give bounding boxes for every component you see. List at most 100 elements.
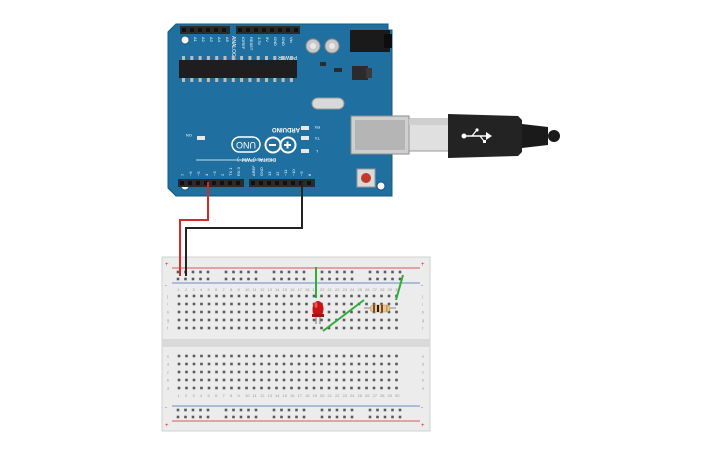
breadboard-hole[interactable] — [254, 408, 258, 412]
breadboard-hole[interactable] — [312, 354, 316, 358]
header-pin[interactable] — [206, 28, 210, 32]
breadboard-hole[interactable] — [380, 318, 383, 322]
breadboard-hole[interactable] — [312, 378, 316, 382]
breadboard-hole[interactable] — [245, 370, 248, 374]
breadboard-hole[interactable] — [320, 378, 323, 382]
breadboard-hole[interactable] — [245, 378, 248, 382]
breadboard-hole[interactable] — [357, 362, 361, 366]
breadboard-hole[interactable] — [191, 408, 195, 412]
breadboard-hole[interactable] — [185, 362, 188, 366]
breadboard-hole[interactable] — [387, 386, 391, 390]
breadboard-hole[interactable] — [200, 362, 203, 366]
breadboard-hole[interactable] — [224, 270, 228, 274]
breadboard-hole[interactable] — [177, 378, 181, 382]
breadboard-hole[interactable] — [282, 294, 286, 298]
breadboard-hole[interactable] — [342, 302, 346, 306]
breadboard-hole[interactable] — [207, 326, 211, 330]
breadboard-hole[interactable] — [177, 302, 181, 306]
breadboard-hole[interactable] — [245, 302, 248, 306]
header-pin[interactable] — [220, 181, 224, 185]
breadboard-hole[interactable] — [328, 415, 331, 419]
breadboard-hole[interactable] — [320, 294, 323, 298]
breadboard-hole[interactable] — [335, 370, 338, 374]
breadboard-hole[interactable] — [252, 362, 256, 366]
breadboard-hole[interactable] — [282, 354, 286, 358]
breadboard-hole[interactable] — [207, 294, 211, 298]
breadboard-hole[interactable] — [290, 310, 293, 314]
breadboard-hole[interactable] — [302, 277, 306, 281]
breadboard-hole[interactable] — [207, 370, 211, 374]
breadboard-hole[interactable] — [395, 362, 398, 366]
breadboard-hole[interactable] — [272, 277, 276, 281]
breadboard-hole[interactable] — [372, 294, 376, 298]
breadboard-hole[interactable] — [357, 326, 361, 330]
breadboard-hole[interactable] — [342, 294, 346, 298]
breadboard-hole[interactable] — [398, 277, 402, 281]
breadboard-hole[interactable] — [350, 354, 353, 358]
breadboard-hole[interactable] — [290, 378, 293, 382]
breadboard-hole[interactable] — [372, 354, 376, 358]
breadboard-hole[interactable] — [342, 326, 346, 330]
breadboard-hole[interactable] — [207, 386, 211, 390]
breadboard-hole[interactable] — [177, 310, 181, 314]
breadboard-hole[interactable] — [206, 277, 210, 281]
breadboard-hole[interactable] — [230, 302, 233, 306]
breadboard-hole[interactable] — [215, 354, 218, 358]
breadboard-hole[interactable] — [320, 270, 324, 274]
breadboard-hole[interactable] — [372, 318, 376, 322]
breadboard-hole[interactable] — [357, 386, 361, 390]
breadboard-hole[interactable] — [335, 326, 338, 330]
dc-power-jack[interactable] — [350, 30, 390, 52]
breadboard-hole[interactable] — [343, 415, 346, 419]
header-pin[interactable] — [236, 181, 240, 185]
breadboard-hole[interactable] — [280, 277, 283, 281]
breadboard-hole[interactable] — [275, 354, 278, 358]
breadboard-hole[interactable] — [320, 277, 324, 281]
breadboard-hole[interactable] — [350, 326, 353, 330]
breadboard-hole[interactable] — [207, 318, 211, 322]
breadboard-hole[interactable] — [192, 310, 196, 314]
breadboard-hole[interactable] — [398, 408, 402, 412]
breadboard-hole[interactable] — [328, 270, 331, 274]
breadboard-hole[interactable] — [207, 354, 211, 358]
breadboard-hole[interactable] — [260, 318, 263, 322]
breadboard-hole[interactable] — [267, 294, 271, 298]
breadboard-hole[interactable] — [383, 415, 387, 419]
header-pin[interactable] — [238, 28, 242, 32]
breadboard-hole[interactable] — [320, 326, 323, 330]
breadboard-hole[interactable] — [199, 270, 202, 274]
breadboard-hole[interactable] — [177, 354, 181, 358]
breadboard-hole[interactable] — [297, 294, 301, 298]
breadboard-hole[interactable] — [327, 302, 331, 306]
breadboard-hole[interactable] — [245, 310, 248, 314]
breadboard-hole[interactable] — [342, 362, 346, 366]
breadboard-hole[interactable] — [191, 415, 195, 419]
breadboard-hole[interactable] — [391, 415, 394, 419]
breadboard-hole[interactable] — [305, 362, 308, 366]
breadboard-hole[interactable] — [222, 354, 226, 358]
header-pin[interactable] — [212, 181, 216, 185]
breadboard-hole[interactable] — [267, 386, 271, 390]
breadboard-hole[interactable] — [395, 318, 398, 322]
breadboard-hole[interactable] — [282, 310, 286, 314]
breadboard-hole[interactable] — [383, 277, 387, 281]
breadboard-hole[interactable] — [247, 408, 250, 412]
breadboard-hole[interactable] — [245, 362, 248, 366]
breadboard-hole[interactable] — [282, 302, 286, 306]
breadboard-hole[interactable] — [275, 310, 278, 314]
header-pin[interactable] — [222, 28, 226, 32]
breadboard-hole[interactable] — [207, 378, 211, 382]
breadboard-hole[interactable] — [275, 318, 278, 322]
breadboard-hole[interactable] — [200, 310, 203, 314]
breadboard-hole[interactable] — [282, 318, 286, 322]
header-pin[interactable] — [270, 28, 274, 32]
breadboard-hole[interactable] — [365, 354, 368, 358]
breadboard-hole[interactable] — [237, 302, 241, 306]
breadboard-hole[interactable] — [350, 362, 353, 366]
breadboard-hole[interactable] — [387, 310, 391, 314]
breadboard-hole[interactable] — [320, 354, 323, 358]
header-pin[interactable] — [283, 181, 287, 185]
header-pin[interactable] — [214, 28, 218, 32]
breadboard-hole[interactable] — [320, 415, 324, 419]
